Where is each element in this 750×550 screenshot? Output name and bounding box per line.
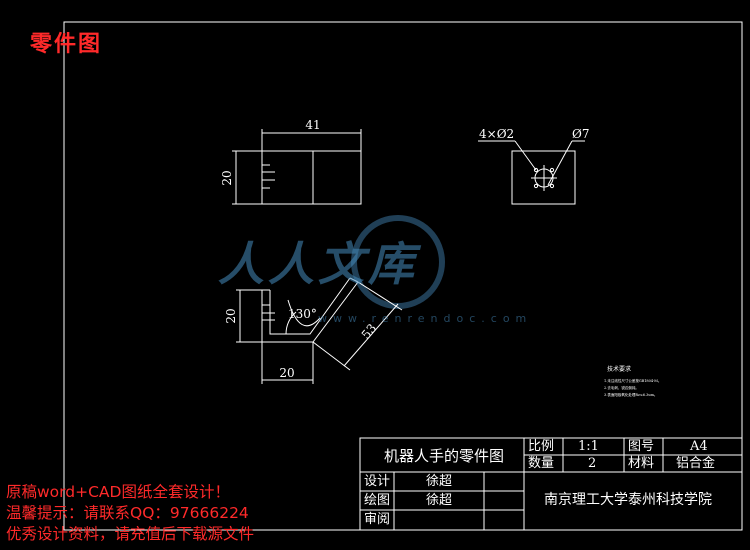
top-view	[232, 129, 362, 205]
promo-line: 优秀设计资料，请充值后下载源文件	[6, 525, 255, 543]
side-view	[478, 140, 585, 205]
watermark-logo-text: 人人文库	[218, 237, 418, 291]
quantity-value: 2	[588, 456, 597, 471]
dim-bent-height: 20	[224, 308, 238, 323]
design-label: 设计	[364, 474, 391, 489]
review-label: 审阅	[364, 512, 391, 527]
drafter-name: 徐超	[426, 493, 453, 508]
label-hole-count: 4×Ø2	[479, 127, 514, 141]
material-label: 材料	[628, 456, 655, 471]
tech-note-line: 2.去毛刺，锐边倒钝。	[604, 385, 639, 390]
drawing-number-value: A4	[690, 439, 708, 454]
tech-notes-heading: 技术要求	[607, 365, 631, 373]
drawing-number-label: 图号	[628, 439, 655, 454]
draw-label: 绘图	[364, 493, 391, 508]
school-name: 南京理工大学泰州科技学院	[544, 492, 712, 508]
scale-label: 比例	[528, 439, 555, 454]
promo-line: 原稿word+CAD图纸全套设计！	[6, 483, 230, 501]
quantity-label: 数量	[528, 456, 555, 471]
scale-value: 1:1	[578, 439, 599, 454]
material-value: 铝合金	[676, 456, 716, 471]
dim-bent-angle: 130°	[288, 307, 317, 321]
dim-bent-base: 20	[279, 366, 294, 380]
watermark-ring	[351, 215, 445, 309]
bent-view	[236, 277, 403, 384]
watermark-url: www.renrendoc.com	[318, 312, 533, 325]
designer-name: 徐超	[426, 474, 453, 489]
tech-note-line: 3.表面阳极氧化处理Rz≤6.3um。	[604, 392, 657, 397]
part-name: 机器人手的零件图	[384, 447, 505, 465]
page-title: 零件图	[30, 32, 103, 57]
dim-top-width: 41	[305, 118, 320, 132]
tech-note-line: 1.未注线性尺寸公差按GB1804-M。	[604, 378, 661, 383]
promo-line: 温馨提示：请联系QQ：97666224	[6, 504, 249, 522]
dim-top-height: 20	[220, 170, 234, 185]
title-block-grid	[359, 437, 743, 531]
label-bore-diameter: Ø7	[572, 127, 589, 141]
